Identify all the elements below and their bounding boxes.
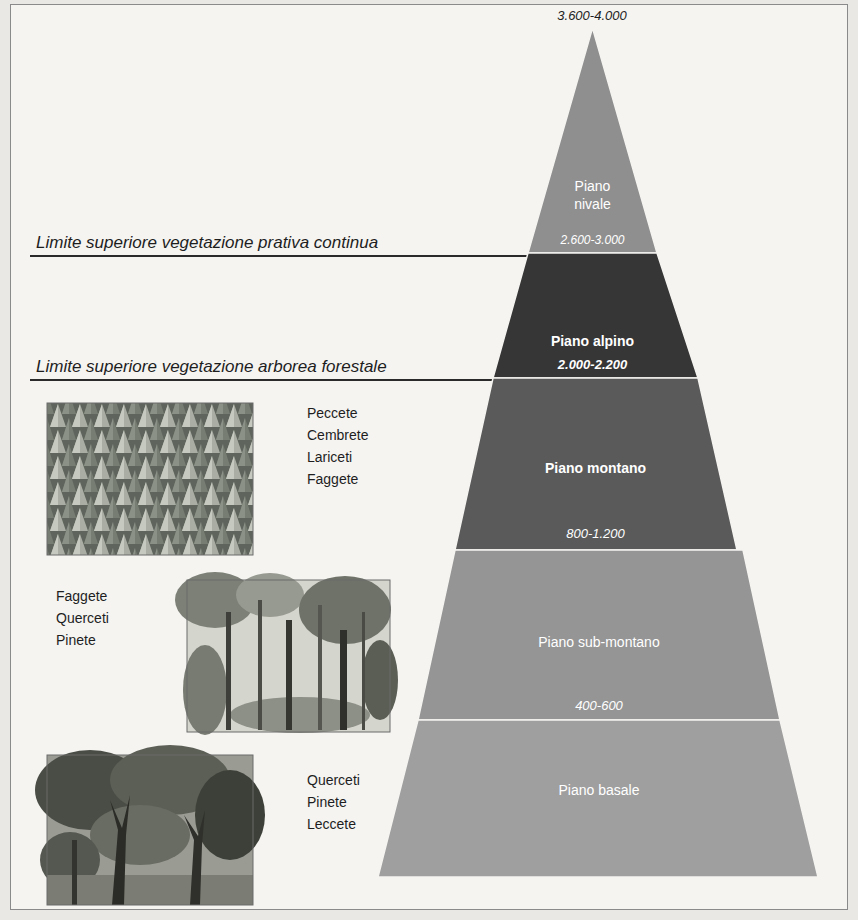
limit-line bbox=[30, 379, 495, 381]
forest-type: Lariceti bbox=[307, 449, 352, 466]
band-name: Piano basale bbox=[559, 782, 640, 800]
elevation-band: Piano alpino 2.000-2.200 bbox=[493, 253, 698, 378]
elevation-band: Piano basale bbox=[378, 720, 818, 877]
elevation-band: Piano sub-montano 400-600 bbox=[418, 550, 780, 720]
forest-type: Pinete bbox=[307, 794, 347, 811]
altitude-range: 400-600 bbox=[575, 698, 623, 714]
band-shape bbox=[378, 720, 818, 877]
altitude-label: 3.600-4.000 bbox=[557, 8, 626, 24]
forest-type: Cembrete bbox=[307, 427, 368, 444]
band-shape bbox=[528, 28, 657, 253]
limit-line bbox=[30, 255, 530, 257]
forest-type: Faggete bbox=[307, 471, 358, 488]
forest-type: Pinete bbox=[56, 632, 96, 649]
forest-photo bbox=[175, 572, 398, 735]
forest-type: Faggete bbox=[56, 588, 107, 605]
conifer-photo bbox=[47, 403, 253, 555]
broadleaf-photo bbox=[35, 745, 265, 905]
forest-type: Leccete bbox=[307, 816, 356, 833]
band-name: Piano montano bbox=[545, 460, 646, 478]
limit-label: Limite superiore vegetazione arborea for… bbox=[36, 357, 387, 377]
forest-type: Querceti bbox=[56, 610, 109, 627]
elevation-band: Piano nivale 2.600-3.000 bbox=[528, 28, 657, 253]
limit-label: Limite superiore vegetazione prativa con… bbox=[36, 233, 378, 253]
band-name: Piano nivale bbox=[557, 178, 629, 213]
band-name: Piano sub-montano bbox=[538, 634, 659, 652]
elevation-band: Piano montano 800-1.200 bbox=[455, 378, 737, 550]
forest-type: Querceti bbox=[307, 772, 360, 789]
altitude-range: 800-1.200 bbox=[566, 526, 625, 542]
forest-type: Peccete bbox=[307, 405, 358, 422]
band-name: Piano alpino bbox=[551, 333, 634, 351]
altitude-range: 2.600-3.000 bbox=[560, 233, 624, 248]
altitude-range: 2.000-2.200 bbox=[558, 357, 627, 373]
